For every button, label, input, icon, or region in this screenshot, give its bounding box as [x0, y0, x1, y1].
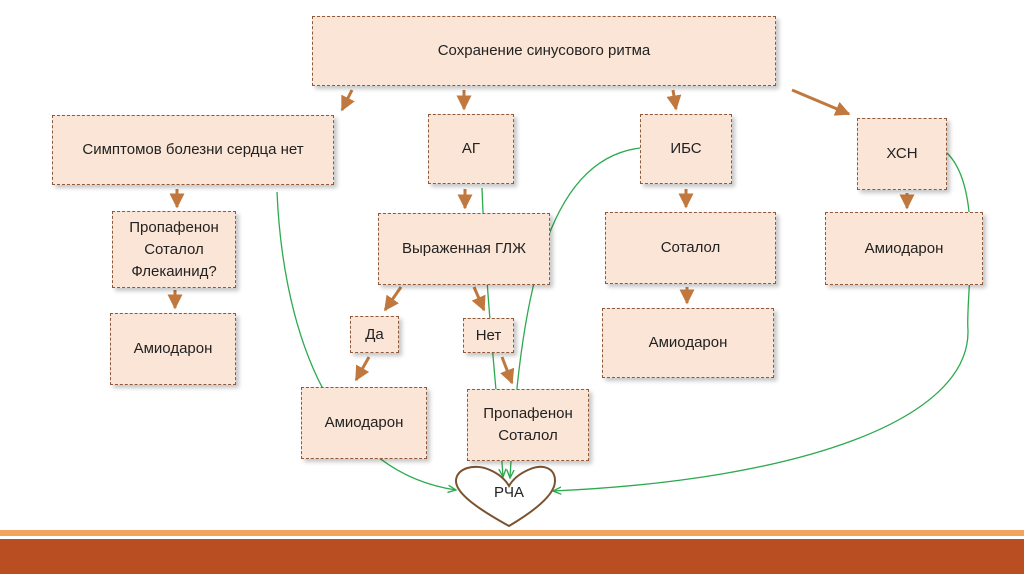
box-amiodarone-hsn: Амиодарон	[825, 212, 983, 285]
box-hsn: ХСН	[857, 118, 947, 190]
footer-thick-stripe	[0, 539, 1024, 574]
amiodarone-3-label: Амиодарон	[648, 334, 728, 351]
box-yes: Да	[350, 316, 399, 353]
box-amiodarone-ibs: Амиодарон	[602, 308, 774, 378]
amiodarone-1-label: Амиодарон	[133, 340, 213, 357]
arrow-glzh-to-yes	[383, 286, 403, 312]
ibs-label: ИБС	[670, 140, 702, 157]
box-severe-lvh: Выраженная ГЛЖ	[378, 213, 550, 285]
green-arrow-no-symptoms-to-rfa	[276, 191, 456, 490]
hsn-label: ХСН	[886, 145, 918, 162]
ag-label: АГ	[461, 140, 481, 157]
rfa-label: РЧА	[493, 484, 524, 501]
box-propafenone-sotalol-flecainide: Пропафенон Соталол Флекаинид?	[112, 211, 236, 288]
glzh-label: Выраженная ГЛЖ	[401, 240, 527, 257]
box-sotalol: Соталол	[605, 212, 776, 284]
box-ag: АГ	[428, 114, 514, 184]
box-sinus-rhythm-maintenance: Сохранение синусового ритма	[312, 16, 776, 86]
yes-label: Да	[365, 325, 384, 343]
box-amiodarone-no-symptoms: Амиодарон	[110, 313, 236, 385]
no-symptoms-label: Симптомов болезни сердца нет	[82, 141, 304, 158]
box-no: Нет	[463, 318, 514, 353]
amiodarone-4-label: Амиодарон	[864, 239, 944, 257]
box-no-heart-disease-symptoms: Симптомов болезни сердца нет	[52, 115, 334, 185]
sotalol-label: Соталол	[660, 239, 721, 256]
propafenone-group-label: Пропафенон Соталол Флекаинид?	[129, 218, 219, 280]
arrow-no-to-propafenone	[500, 356, 515, 385]
root-label: Сохранение синусового ритма	[437, 42, 651, 59]
arrow-root-to-hsn	[791, 88, 851, 116]
no-label: Нет	[475, 326, 502, 344]
arrow-root-to-no-symptoms	[340, 89, 355, 112]
amiodarone-2-label: Амиодарон	[324, 414, 404, 431]
footer-thin-stripe	[0, 530, 1024, 536]
box-propafenone-sotalol: Пропафенон Соталол	[467, 389, 589, 461]
arrow-yes-to-amiodarone	[354, 356, 371, 382]
propafenone-sotalol-label: Пропафенон Соталол	[483, 405, 573, 444]
rfa-heart-shape	[454, 465, 557, 528]
arrow-root-to-ibs	[666, 89, 682, 111]
arrow-glzh-to-no	[471, 286, 486, 312]
box-amiodarone-yes: Амиодарон	[301, 387, 427, 459]
box-ibs: ИБС	[640, 114, 732, 184]
